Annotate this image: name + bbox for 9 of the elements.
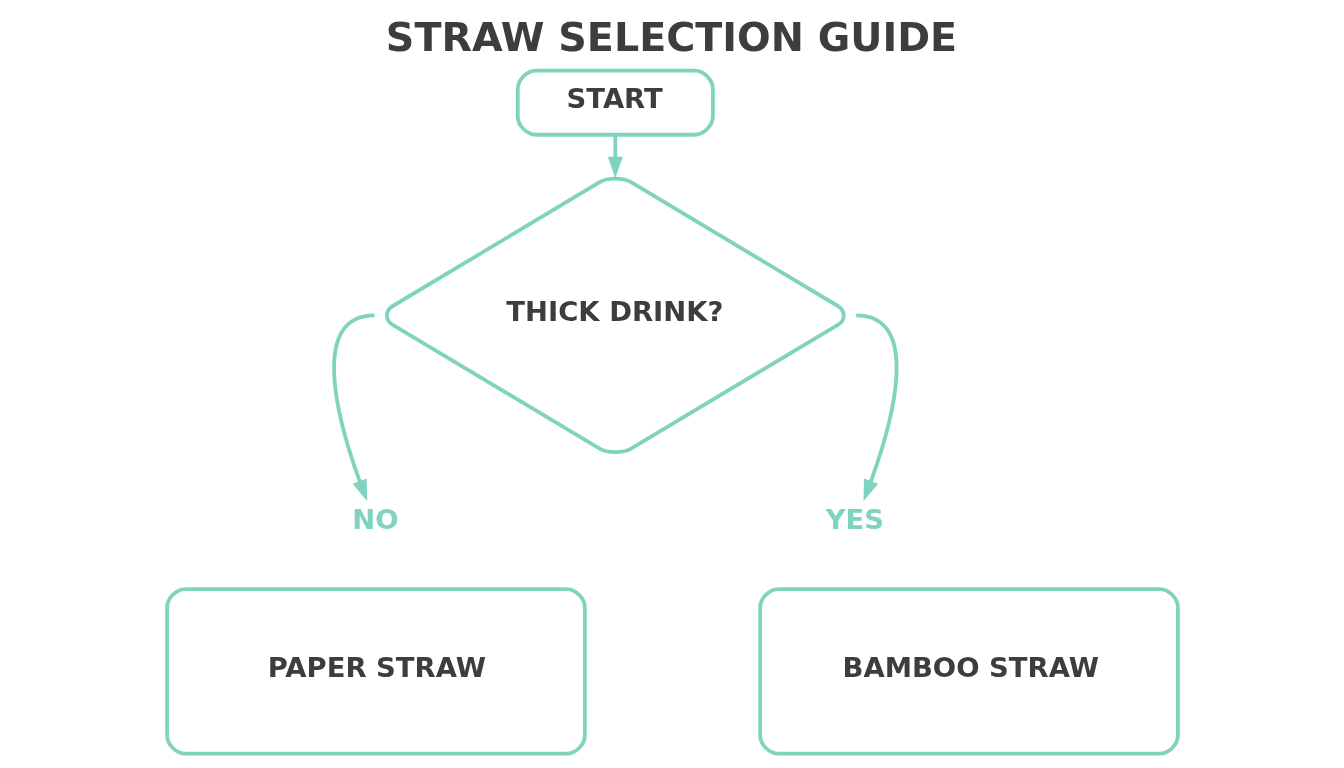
node-text: NO (351, 503, 399, 535)
node-box: BAMBOO STRAW (757, 587, 1180, 756)
node-text: YES (825, 503, 884, 535)
node-box: START (515, 68, 715, 137)
diagram-title: STRAW SELECTION GUIDE (385, 13, 957, 60)
arrow (855, 313, 898, 502)
node-box: PAPER STRAW (164, 587, 587, 756)
arrow (331, 313, 375, 502)
arrow (607, 135, 623, 179)
